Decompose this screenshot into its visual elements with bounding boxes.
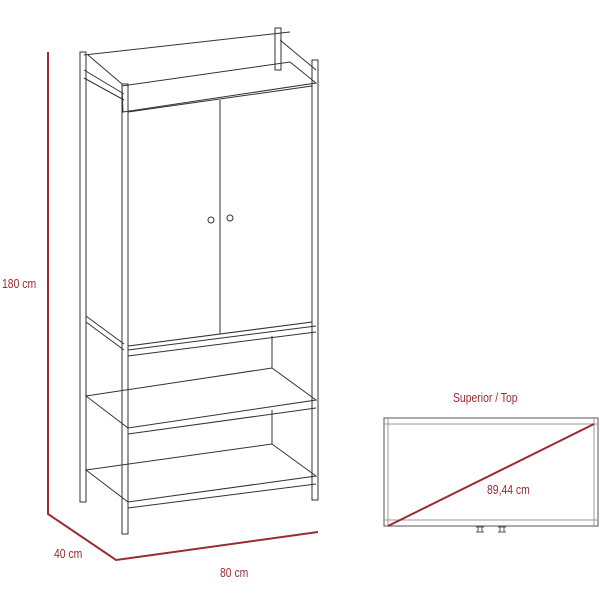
wardrobe-frame: [79, 27, 319, 535]
top-view-title: Superior / Top: [453, 390, 518, 405]
depth-label: 40 cm: [54, 546, 83, 561]
feet: [476, 526, 506, 533]
height-label: 180 cm: [2, 276, 37, 291]
width-label: 80 cm: [220, 565, 249, 580]
diagonal-line: [387, 423, 595, 527]
left-knob: [207, 216, 215, 224]
dimension-lines: [47, 52, 319, 562]
height-depth-width-lines: [47, 52, 319, 562]
right-knob: [226, 214, 234, 222]
diagonal-label: 89,44 cm: [487, 482, 530, 497]
top-view: [383, 417, 599, 533]
